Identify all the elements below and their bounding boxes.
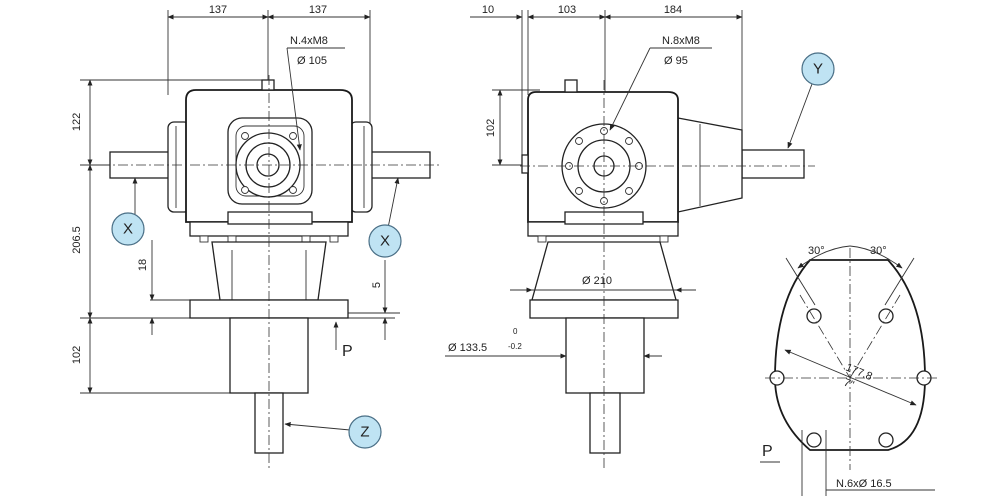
side-bolt-circle: Ø 95: [664, 55, 688, 67]
side-left-dimension: 102: [485, 89, 540, 166]
svg-text:Y: Y: [813, 61, 823, 78]
front-bolt-circle: Ø 105: [297, 55, 327, 67]
side-top-dimensions: 10 103 184: [470, 4, 743, 160]
dim-103: 103: [558, 4, 576, 16]
side-bolt-count: N.8xM8: [662, 35, 700, 47]
dim-102-front: 102: [71, 346, 83, 364]
flange-view: 177.8 7" 30° 30° N.6xØ 16.5 P: [760, 245, 940, 496]
callout-z: Z: [284, 415, 382, 449]
front-bolt-note: N.4xM8 Ø 105: [286, 35, 345, 151]
side-dia-210: Ø 210: [510, 275, 696, 293]
angle-right: 30°: [870, 245, 887, 257]
svg-text:X: X: [123, 221, 133, 238]
front-p-marker: P: [333, 321, 353, 360]
dim-137-left: 137: [209, 4, 227, 16]
holes-note: N.6xØ 16.5: [836, 478, 892, 490]
dim-184: 184: [664, 4, 682, 16]
callout-x-right: X: [368, 177, 402, 258]
flange-label-p: P: [762, 443, 773, 460]
side-gearbox-body: [520, 79, 815, 470]
dim-137-right: 137: [309, 4, 327, 16]
angle-left: 30°: [808, 245, 825, 257]
callout-x-left: X: [111, 177, 145, 246]
front-view: 137 137 122 206.5 102 18 5: [71, 4, 440, 470]
front-bolt-count: N.4xM8: [290, 35, 328, 47]
callout-y: Y: [787, 52, 835, 149]
dim-10: 10: [482, 4, 494, 16]
side-dia-133: Ø 133.5 0 -0.2: [445, 327, 662, 359]
dim-18: 18: [137, 259, 149, 271]
svg-text:Z: Z: [360, 424, 369, 441]
svg-text:Ø 210: Ø 210: [582, 275, 612, 287]
dim-102-side: 102: [485, 119, 497, 137]
front-gearbox-body: [100, 75, 440, 470]
svg-text:Ø 133.5: Ø 133.5: [448, 342, 487, 354]
front-label-p: P: [342, 343, 353, 360]
front-top-dimensions: 137 137: [167, 4, 371, 130]
side-bolt-note: N.8xM8 Ø 95: [609, 35, 712, 131]
side-view: 10 103 184 102: [445, 4, 835, 470]
svg-text:-0.2: -0.2: [508, 342, 522, 351]
svg-text:0: 0: [513, 327, 518, 336]
dim-122: 122: [71, 113, 83, 131]
dim-5: 5: [371, 282, 383, 288]
dim-206-5: 206.5: [71, 226, 83, 254]
pcd-in: 7": [842, 377, 856, 392]
svg-text:X: X: [380, 233, 390, 250]
